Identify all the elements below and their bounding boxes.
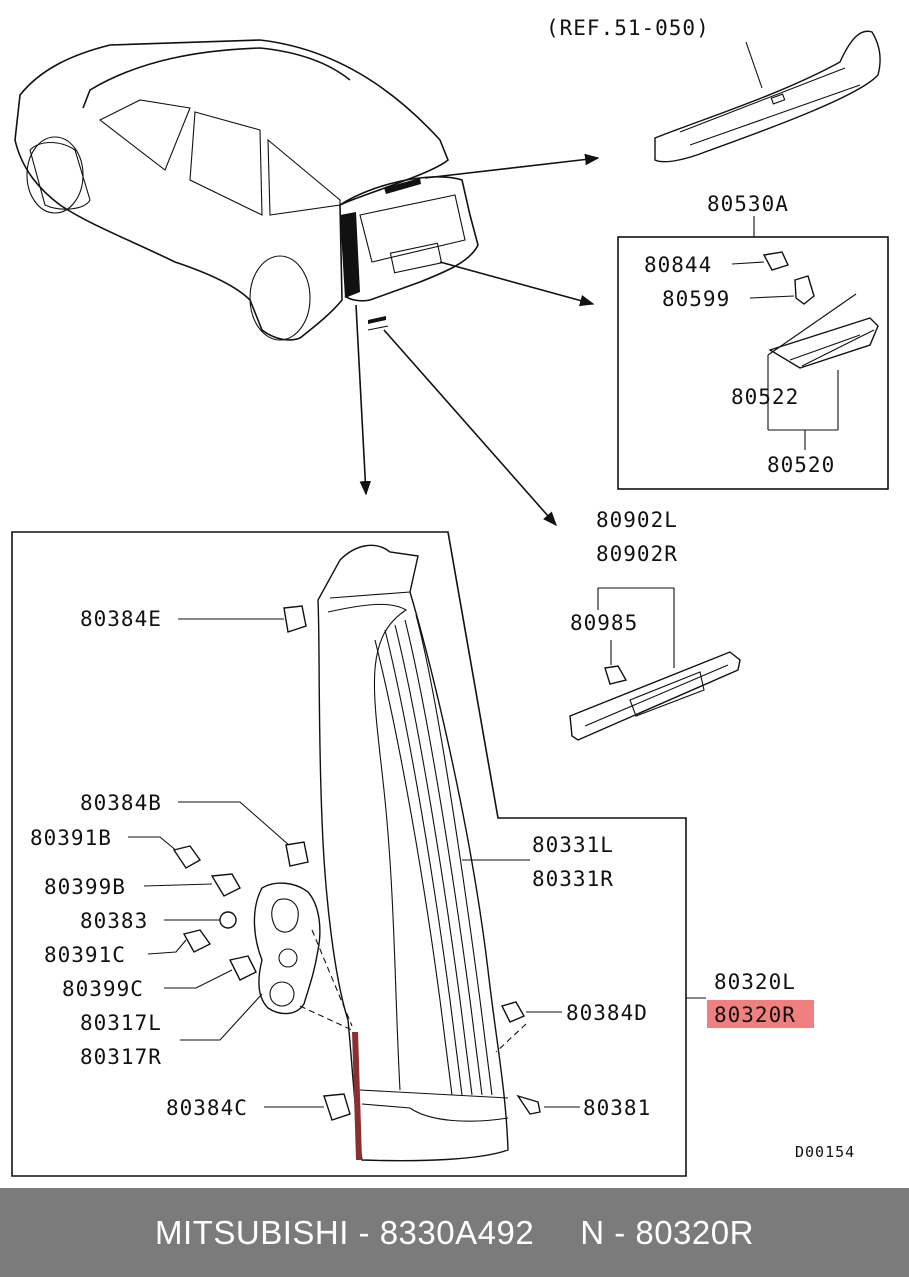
label-80985: 80985 bbox=[570, 611, 638, 635]
arrow-to-reflex-reflector bbox=[383, 329, 557, 527]
label-80384D: 80384D bbox=[566, 1001, 648, 1025]
socket-b-icon bbox=[172, 845, 202, 869]
tail-lamp-group-box bbox=[11, 531, 687, 1177]
arrow-to-spoiler bbox=[424, 153, 600, 179]
brand-part-number: MITSUBISHI - 8330A492 bbox=[155, 1213, 535, 1251]
clip-d-icon bbox=[500, 1001, 525, 1023]
highlight-80320R bbox=[707, 1000, 814, 1028]
high-stop-lamp-group-box bbox=[617, 236, 889, 490]
label-80902L: 80902L bbox=[596, 508, 678, 532]
tail-lamp-housing bbox=[317, 544, 509, 1162]
label-80530A: 80530A bbox=[707, 192, 789, 216]
label-80320R: 80320R bbox=[714, 1003, 796, 1027]
label-80331R: 80331R bbox=[532, 867, 614, 891]
bulb-c-icon bbox=[228, 955, 257, 981]
label-80391C: 80391C bbox=[44, 943, 126, 967]
drawing-code: D00154 bbox=[795, 1143, 855, 1161]
clip-c-icon bbox=[323, 1093, 351, 1121]
clip-b-icon bbox=[285, 841, 309, 867]
label-80381: 80381 bbox=[583, 1096, 651, 1120]
screw-80381-icon bbox=[516, 1094, 541, 1115]
ref-leader-line bbox=[745, 41, 763, 89]
part-info-footer: MITSUBISHI - 8330A492 N - 80320R bbox=[0, 1188, 909, 1277]
label-80317R: 80317R bbox=[80, 1045, 162, 1069]
reflex-reflector-unit bbox=[569, 651, 741, 741]
label-80902R: 80902R bbox=[596, 542, 678, 566]
arrow-to-high-stop-lamp bbox=[439, 261, 595, 307]
parts-diagram: (REF.51-050) 80530A 80844 80599 80522 80… bbox=[11, 16, 889, 1177]
socket-c-icon bbox=[182, 929, 212, 953]
reference-number: N - 80320R bbox=[580, 1213, 754, 1251]
label-80384C: 80384C bbox=[166, 1096, 248, 1120]
packing-gasket bbox=[253, 882, 321, 1015]
vehicle-illustration bbox=[14, 39, 479, 341]
clip-e-icon bbox=[283, 605, 307, 633]
label-80599: 80599 bbox=[662, 287, 730, 311]
label-80383: 80383 bbox=[80, 909, 148, 933]
label-80317L: 80317L bbox=[80, 1011, 162, 1035]
label-80391B: 80391B bbox=[30, 826, 112, 850]
label-80520: 80520 bbox=[767, 453, 835, 477]
arrow-to-tail-lamp bbox=[355, 304, 372, 496]
ref-label: (REF.51-050) bbox=[546, 16, 710, 40]
bulb-80383-icon bbox=[219, 911, 237, 929]
label-80399C: 80399C bbox=[62, 977, 144, 1001]
label-80522: 80522 bbox=[731, 385, 799, 409]
label-80844: 80844 bbox=[644, 253, 712, 277]
high-stop-lamp-unit bbox=[768, 317, 879, 369]
rear-spoiler bbox=[654, 30, 881, 163]
label-80331L: 80331L bbox=[532, 833, 614, 857]
label-80399B: 80399B bbox=[44, 875, 126, 899]
socket-part-icon bbox=[762, 251, 789, 271]
bulb-b-icon bbox=[210, 873, 241, 897]
bulb-part-icon bbox=[794, 275, 815, 305]
screw-part-icon bbox=[604, 665, 628, 685]
label-80320L: 80320L bbox=[714, 970, 796, 994]
label-80384E: 80384E bbox=[80, 607, 162, 631]
label-80384B: 80384B bbox=[80, 791, 162, 815]
